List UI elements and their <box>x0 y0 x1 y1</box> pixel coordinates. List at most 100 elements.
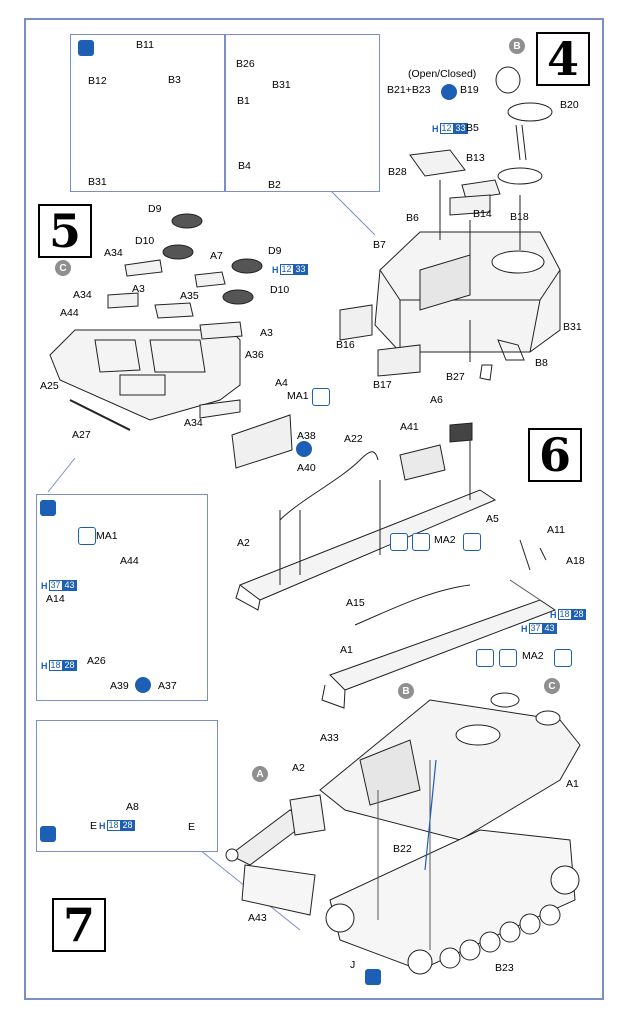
paint-drop-icon <box>463 533 481 551</box>
label-a40: A40 <box>297 462 316 474</box>
superstructure-drawing <box>339 66 561 381</box>
label-b28: B28 <box>388 166 407 178</box>
engine-deck-drawing <box>49 213 293 469</box>
paint-drop-icon <box>554 649 572 667</box>
step-number-4: 4 <box>536 32 590 86</box>
sprue-a-marker: A <box>252 766 268 782</box>
label-b3: B3 <box>168 74 181 86</box>
label-a18: A18 <box>566 555 585 567</box>
label-a44: A44 <box>60 307 79 319</box>
color-code: 33 <box>453 123 468 134</box>
color-code: 33 <box>293 264 308 275</box>
label-a41: A41 <box>400 421 419 433</box>
label-a34-3: A34 <box>184 417 203 429</box>
label-a35: A35 <box>180 290 199 302</box>
label-d9b: D9 <box>268 245 282 257</box>
paint-ref-a5: H 37 43 <box>521 623 557 634</box>
glue-icon <box>78 40 94 56</box>
option-icon <box>296 441 312 457</box>
label-b5: B5 <box>466 122 479 134</box>
step-number-5: 5 <box>38 204 92 258</box>
label-b17: B17 <box>373 379 392 391</box>
option-icon <box>441 84 457 100</box>
paint-ref-2: H 18 28 <box>41 660 77 671</box>
label-a1: A1 <box>340 644 353 656</box>
h-mark: H <box>99 820 106 831</box>
label-b8: B8 <box>535 357 548 369</box>
paint-drop-icon <box>312 388 330 406</box>
paint-stripe-icon <box>499 649 517 667</box>
color-code: 43 <box>62 580 77 591</box>
label-a3-1: A3 <box>132 283 145 295</box>
color-code: 28 <box>571 609 586 620</box>
inset-divider <box>224 34 226 192</box>
option-icon <box>390 533 408 551</box>
label-ma2-2: MA2 <box>522 650 544 662</box>
label-d10: D10 <box>135 235 155 247</box>
label-b23: B23 <box>495 962 514 974</box>
label-a34-2: A34 <box>73 289 92 301</box>
label-ma1: MA1 <box>287 390 309 402</box>
remove-part-icon <box>365 969 381 985</box>
label-b6: B6 <box>406 212 419 224</box>
h-mark: H <box>521 623 528 634</box>
label-a38: A38 <box>297 430 316 442</box>
label-a14: A14 <box>46 593 65 605</box>
label-a15: A15 <box>346 597 365 609</box>
label-b22: B22 <box>393 843 412 855</box>
label-d9: D9 <box>148 203 162 215</box>
label-b4: B4 <box>238 160 251 172</box>
label-a37: A37 <box>158 680 177 692</box>
label-b1: B1 <box>237 95 250 107</box>
color-code: 28 <box>62 660 77 671</box>
label-a22: A22 <box>344 433 363 445</box>
assembled-hull-drawing <box>225 692 581 975</box>
step-number-6: 6 <box>528 428 582 482</box>
color-code: 12 <box>279 264 294 275</box>
label-ma2-1: MA2 <box>434 534 456 546</box>
label-b11: B11 <box>136 39 154 51</box>
paint-stripe-icon <box>412 533 430 551</box>
paint-ref-d9: H 12 33 <box>272 264 308 275</box>
page-frame <box>24 18 604 1000</box>
label-b31-inset: B31 <box>88 176 107 188</box>
label-a34-1: A34 <box>104 247 123 259</box>
label-d10b: D10 <box>270 284 290 296</box>
color-code: 37 <box>528 623 543 634</box>
label-ma1-inset: MA1 <box>96 530 118 542</box>
label-a44-inset: A44 <box>120 555 139 567</box>
label-a4: A4 <box>275 377 288 389</box>
label-a43: A43 <box>248 912 267 924</box>
label-b12: B12 <box>88 75 107 87</box>
label-open-closed: (Open/Closed) <box>408 68 477 80</box>
label-a39: A39 <box>110 680 129 692</box>
label-b14: B14 <box>473 208 492 220</box>
label-a5: A5 <box>486 513 499 525</box>
sprue-c-marker-step7: C <box>544 678 560 694</box>
label-b21-b23: B21+B23 <box>387 84 431 96</box>
option-icon <box>135 677 151 693</box>
label-b19: B19 <box>460 84 479 96</box>
sprue-b-marker: B <box>509 38 525 54</box>
step-number-7: 7 <box>52 898 106 952</box>
h-mark: H <box>41 580 48 591</box>
label-b13: B13 <box>466 152 485 164</box>
label-e-right: E <box>188 821 196 833</box>
sprue-b-marker-step7: B <box>398 683 414 699</box>
label-b26: B26 <box>236 58 255 70</box>
label-j: J <box>350 959 356 971</box>
color-code: 18 <box>48 660 63 671</box>
paint-drop-icon <box>78 527 96 545</box>
color-code: 37 <box>48 580 63 591</box>
label-b18: B18 <box>510 211 529 223</box>
label-b7: B7 <box>373 239 386 251</box>
label-a36: A36 <box>245 349 264 361</box>
paint-ref-b5: H 12 33 <box>432 123 468 134</box>
color-code: 18 <box>106 820 121 831</box>
h-mark: H <box>432 123 439 134</box>
label-a1-step7: A1 <box>566 778 579 790</box>
label-e-left: E <box>90 820 98 832</box>
label-a6: A6 <box>430 394 443 406</box>
